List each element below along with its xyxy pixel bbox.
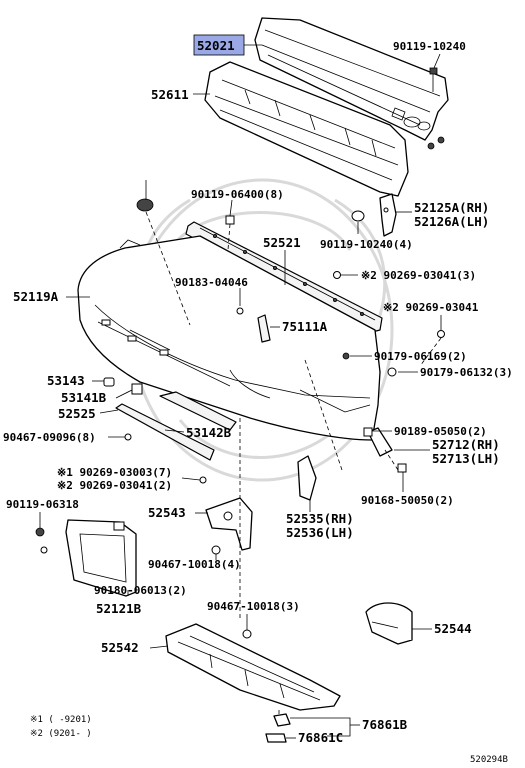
label-52119a[interactable]: 52119A [13, 289, 59, 304]
bolt-90119-10240-top[interactable] [429, 67, 438, 92]
emblem-75111a[interactable] [257, 314, 271, 343]
clip-90183-04046[interactable] [236, 307, 244, 315]
label-52121b[interactable]: 52121B [96, 601, 142, 616]
bracket-52125a[interactable] [379, 193, 397, 237]
clip-90269-03003[interactable] [199, 476, 207, 484]
label-90119-06400[interactable]: 90119-06400(8) [191, 188, 284, 201]
label-52611[interactable]: 52611 [151, 87, 189, 102]
nut-90189-05050[interactable] [363, 427, 373, 437]
bolt-90119-06318[interactable] [35, 527, 45, 537]
label-52535[interactable]: 52535(RH) [286, 511, 354, 526]
label-52126a[interactable]: 52126A(LH) [414, 214, 489, 229]
label-90179-06169[interactable]: 90179-06169(2) [374, 350, 467, 363]
label-90180-06013[interactable]: 90180-06013(2) [94, 584, 187, 597]
mudguard-76861c[interactable] [265, 733, 287, 743]
clip-90269-03041[interactable] [437, 330, 445, 338]
label-52536[interactable]: 52536(LH) [286, 525, 354, 540]
label-52543[interactable]: 52543 [148, 505, 186, 520]
label-53141b[interactable]: 53141B [61, 390, 107, 405]
label-52712[interactable]: 52712(RH) [432, 437, 500, 452]
label-90168-50050[interactable]: 90168-50050(2) [361, 494, 454, 507]
support-52712[interactable] [367, 427, 393, 457]
screw-90467-10018-4[interactable] [211, 545, 221, 555]
label-90179-06132[interactable]: 90179-06132(3) [420, 366, 513, 379]
note-1: ※1 ( -9201) [30, 715, 92, 725]
label-90467-09096[interactable]: 90467-09096(8) [3, 431, 96, 444]
label-90269-03041[interactable]: ※2 90269-03041 [383, 301, 479, 314]
reference-lines [145, 211, 442, 716]
highlight-box-52021 [193, 34, 245, 56]
label-90119-10240-top[interactable]: 90119-10240 [393, 40, 466, 53]
label-90269-03003[interactable]: ※1 90269-03003(7) [57, 466, 172, 479]
label-53142b[interactable]: 53142B [186, 425, 232, 440]
clip-75314-ref[interactable] [136, 198, 154, 212]
label-90269-03041-3[interactable]: ※2 90269-03041(3) [361, 269, 476, 282]
label-90189-05050[interactable]: 90189-05050(2) [394, 425, 487, 438]
note-2: ※2 (9201- ) [30, 729, 92, 739]
screw-90180-06013[interactable] [40, 546, 48, 554]
leader-lines [39, 44, 442, 739]
bolt-90168-50050[interactable] [397, 463, 407, 473]
mudguard-76861b[interactable] [273, 713, 291, 727]
screw-90467-09096[interactable] [124, 433, 132, 441]
undercover-52542[interactable] [165, 623, 341, 711]
clip-90179-06169[interactable] [342, 352, 350, 360]
label-52542[interactable]: 52542 [101, 640, 139, 655]
label-76861c[interactable]: 76861C [298, 730, 343, 745]
energy-absorber-52611[interactable] [204, 61, 409, 197]
clip-90269-03041-3[interactable] [333, 271, 341, 279]
retainer-52521[interactable] [185, 221, 383, 333]
label-53143[interactable]: 53143 [47, 373, 85, 388]
bolt-90119-10240-4[interactable] [351, 210, 365, 222]
label-76861b[interactable]: 76861B [362, 717, 408, 732]
reinforcement-beam-52021[interactable] [254, 17, 449, 150]
spacer-53143[interactable] [103, 377, 115, 387]
label-75111a[interactable]: 75111A [282, 319, 328, 334]
label-52525[interactable]: 52525 [58, 406, 96, 421]
label-52521[interactable]: 52521 [263, 235, 301, 250]
label-90119-10240-4[interactable]: 90119-10240(4) [320, 238, 413, 251]
label-52125a[interactable]: 52125A(RH) [414, 200, 489, 215]
bracket-52544[interactable] [365, 602, 413, 645]
label-52544[interactable]: 52544 [434, 621, 472, 636]
retainer-52535[interactable] [297, 455, 317, 501]
license-plate-bracket-52121b[interactable] [65, 519, 137, 597]
label-90269-03041-2[interactable]: ※2 90269-03041(2) [57, 479, 172, 492]
bracket-52543[interactable] [205, 497, 253, 551]
figure-id: 520294B [470, 755, 508, 765]
label-90467-10018-4[interactable]: 90467-10018(4) [148, 558, 241, 571]
label-90119-06318[interactable]: 90119-06318 [6, 498, 79, 511]
clip-90179-06132[interactable] [387, 367, 397, 377]
screw-90467-10018-3[interactable] [242, 629, 252, 639]
bolt-90119-06400[interactable] [225, 215, 235, 225]
bumper-cover-52119a[interactable] [77, 235, 381, 441]
label-90183-04046[interactable]: 90183-04046 [175, 276, 248, 289]
clip-53141b[interactable] [131, 383, 143, 395]
label-52021[interactable]: 52021 [197, 38, 235, 53]
strip-52525[interactable] [115, 403, 215, 461]
label-90467-10018-3[interactable]: 90467-10018(3) [207, 600, 300, 613]
seal-53142b[interactable] [159, 391, 237, 431]
label-52713[interactable]: 52713(LH) [432, 451, 500, 466]
part-labels: 52021 90119-10240 52611 90119-06400(8) 5… [3, 38, 513, 765]
